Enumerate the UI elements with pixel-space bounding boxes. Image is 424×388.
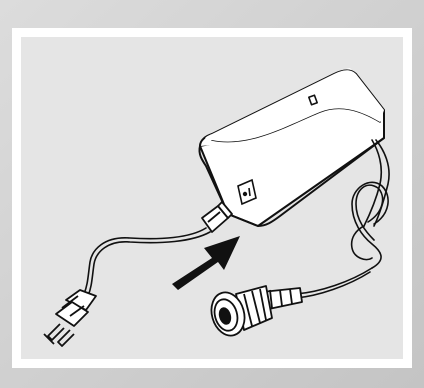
power-switch-icon xyxy=(237,178,257,206)
cord-connector-end xyxy=(201,201,233,233)
coiled-cable xyxy=(295,139,390,299)
led-indicator xyxy=(308,94,318,106)
dc-barrel-connector xyxy=(210,285,303,337)
wall-plug-icon xyxy=(43,289,97,347)
ac-power-cord xyxy=(83,227,211,297)
insert-arrow-icon xyxy=(172,236,240,290)
